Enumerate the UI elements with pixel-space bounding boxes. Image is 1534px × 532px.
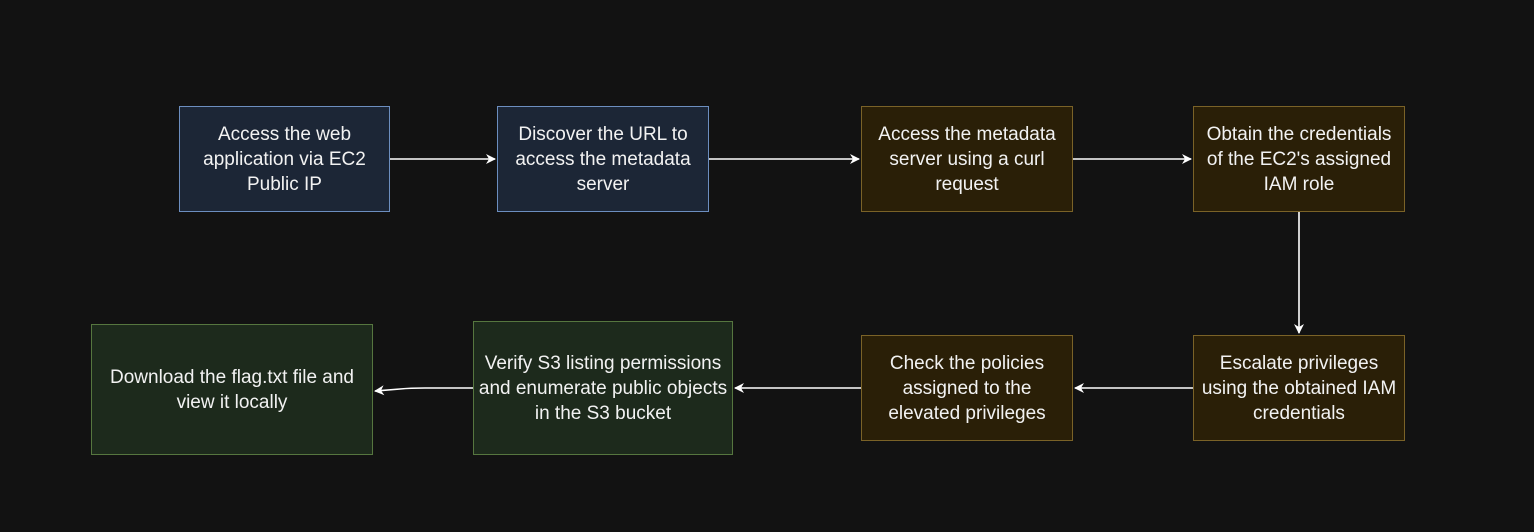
- node-label: Verify S3 listing permissions and enumer…: [478, 352, 728, 424]
- node-discover-metadata-url: Discover the URL to access the metadata …: [497, 106, 709, 212]
- node-label: Discover the URL to access the metadata …: [515, 123, 691, 195]
- node-label: Access the metadata server using a curl …: [878, 123, 1056, 195]
- node-verify-s3-listing: Verify S3 listing permissions and enumer…: [473, 321, 733, 455]
- node-label: Escalate privileges using the obtained I…: [1201, 352, 1397, 424]
- node-escalate-privileges: Escalate privileges using the obtained I…: [1193, 335, 1405, 441]
- node-download-flag: Download the flag.txt file and view it l…: [91, 324, 373, 455]
- node-access-web-application: Access the web application via EC2 Publi…: [179, 106, 390, 212]
- node-check-policies: Check the policies assigned to the eleva…: [861, 335, 1073, 441]
- node-obtain-iam-credentials: Obtain the credentials of the EC2's assi…: [1193, 106, 1405, 212]
- node-label: Access the web application via EC2 Publi…: [203, 123, 366, 195]
- node-label: Download the flag.txt file and view it l…: [110, 366, 354, 413]
- edge-n7-n8: [374, 385, 473, 396]
- node-label: Obtain the credentials of the EC2's assi…: [1206, 123, 1392, 195]
- node-label: Check the policies assigned to the eleva…: [888, 352, 1046, 424]
- node-access-metadata-server: Access the metadata server using a curl …: [861, 106, 1073, 212]
